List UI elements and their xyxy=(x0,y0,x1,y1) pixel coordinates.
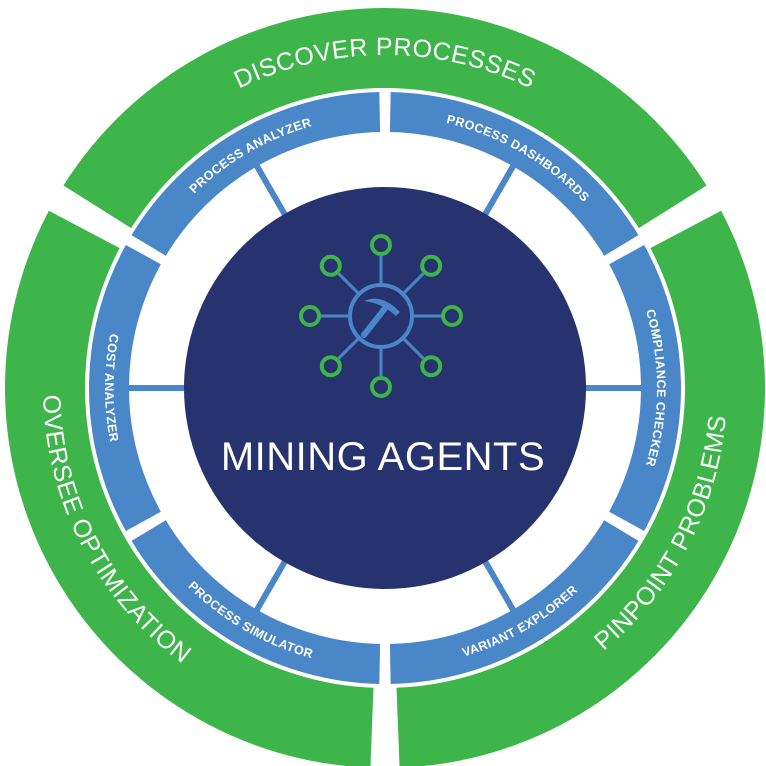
spokes xyxy=(127,163,643,613)
inner-segment-variant-explorer xyxy=(389,520,639,684)
network-link-7 xyxy=(337,272,360,295)
spoke-3 xyxy=(480,556,517,613)
outer-segment-discover xyxy=(63,8,707,229)
network-node-5 xyxy=(319,355,342,378)
inner-segment-process-simulator xyxy=(131,520,381,684)
outer-ring xyxy=(5,8,765,766)
center-title: MINING AGENTS xyxy=(221,435,545,479)
spoke-4 xyxy=(253,556,290,613)
network-link-5 xyxy=(337,337,360,360)
pickaxe-head xyxy=(364,298,400,316)
network-node-1 xyxy=(420,254,443,277)
inner-label-cost-analyzer: COST ANALYZER xyxy=(102,333,121,443)
network-node-3 xyxy=(420,355,443,378)
inner-segment-cost-analyzer xyxy=(88,244,161,532)
network-link-3 xyxy=(402,337,425,360)
network-node-0 xyxy=(370,234,392,256)
outer-segment-pinpoint xyxy=(396,210,765,766)
outer-segment-oversee xyxy=(5,210,374,766)
network-link-1 xyxy=(402,272,425,295)
inner-segment-process-analyzer xyxy=(131,92,381,256)
icon-ring xyxy=(348,283,414,349)
pickaxe-network-icon xyxy=(299,234,463,398)
spoke-1 xyxy=(480,163,517,220)
inner-ring xyxy=(88,92,682,684)
center-disc xyxy=(184,187,586,589)
spoke-0 xyxy=(253,163,290,220)
network-node-2 xyxy=(441,305,463,327)
inner-segment-compliance-checker xyxy=(609,244,682,532)
inner-segment-process-dashboards xyxy=(389,92,639,256)
network-node-4 xyxy=(370,376,392,398)
network-node-6 xyxy=(299,305,321,327)
network-node-7 xyxy=(319,254,342,277)
pickaxe-handle xyxy=(361,304,389,338)
